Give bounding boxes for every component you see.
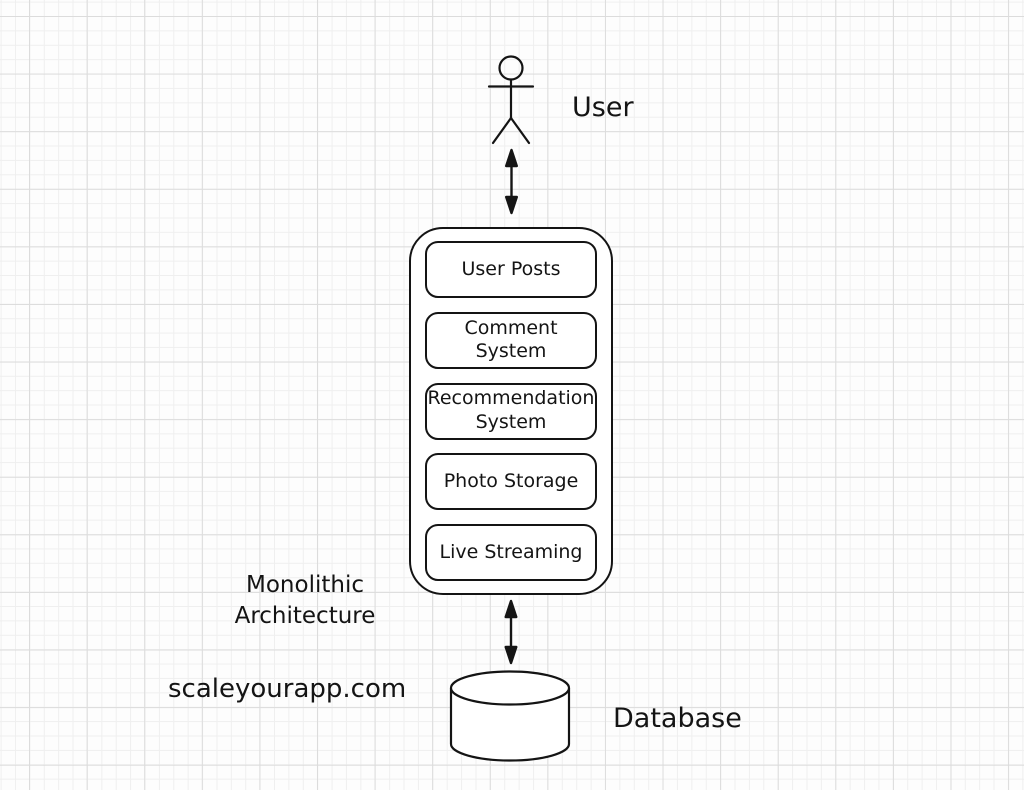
module-box: Recommendation System bbox=[425, 382, 597, 440]
database-icon bbox=[449, 670, 571, 762]
database-label: Database bbox=[613, 703, 742, 734]
monolith-caption: Monolithic Architecture bbox=[234, 572, 376, 629]
watermark-text: scaleyourapp.com bbox=[168, 674, 407, 704]
module-box: Photo Storage bbox=[425, 453, 597, 511]
monolith-database-arrow bbox=[504, 599, 518, 665]
module-box: Comment System bbox=[425, 311, 597, 369]
user-monolith-arrow bbox=[505, 148, 518, 215]
user-actor-icon bbox=[487, 55, 535, 145]
module-box: Live Streaming bbox=[425, 524, 597, 581]
user-label: User bbox=[572, 92, 634, 123]
module-box: User Posts bbox=[425, 241, 597, 298]
